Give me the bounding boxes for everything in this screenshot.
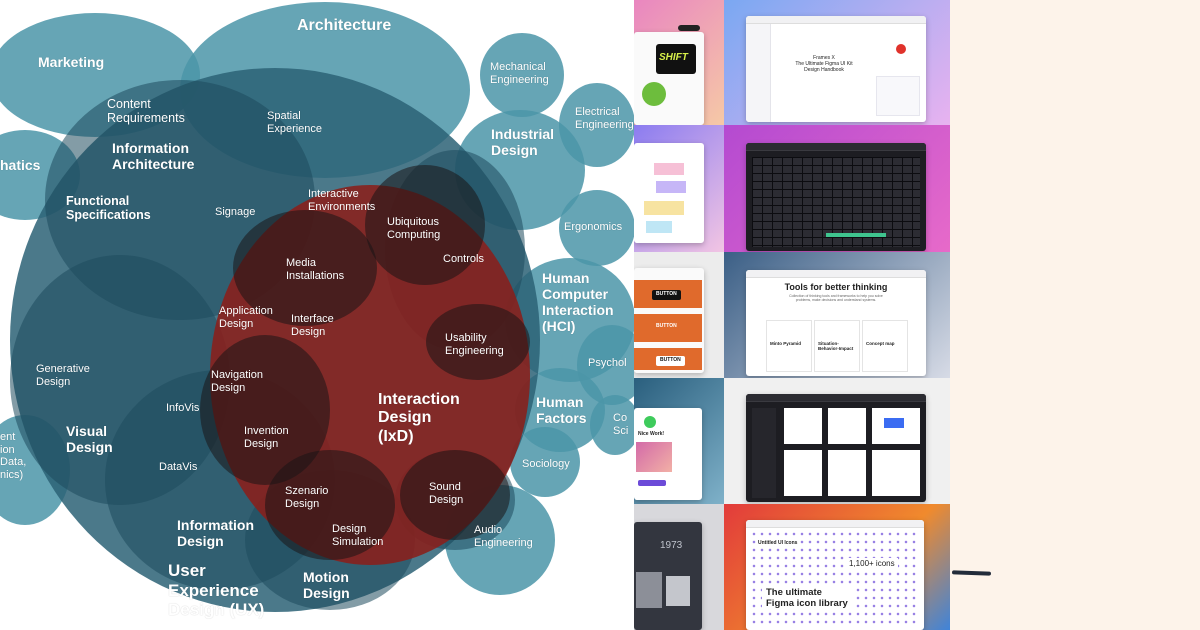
tools-subtitle: Collection of thinking tools and framewo… [789, 294, 883, 303]
nice-work-window: Nice Work! [634, 408, 702, 500]
frames-title: Frames X The Ultimate Figma UI Kit Desig… [795, 55, 853, 73]
tile-icon-library[interactable]: Untitled UI Icons 1,100+ icons The ultim… [724, 504, 950, 630]
label-cognitive-science: Co Sci [613, 412, 629, 437]
icons-title: The ultimate Figma icon library [762, 586, 852, 612]
nice-work-text: Nice Work! [638, 431, 665, 437]
label-marketing: Marketing [38, 54, 105, 70]
label-signage: Signage [215, 206, 256, 218]
label-ergonomics: Ergonomics [564, 221, 623, 233]
label-motion-design: Motion Design [303, 569, 350, 602]
tools-card-3-title: Concept map [866, 341, 895, 346]
year-text: 1973 [660, 540, 683, 551]
label-hci: Human Computer Interaction (HCI) [542, 270, 614, 335]
tools-card-1-title: Minto Pyramid [770, 341, 802, 346]
label-szenario-design: Szenario Design [285, 485, 329, 510]
label-functional-specifications: Functional Specifications [66, 194, 151, 223]
tile-tools[interactable]: Tools for better thinking Collection of … [724, 252, 950, 378]
label-industrial-design: Industrial Design [491, 126, 555, 159]
label-architecture: Architecture [297, 17, 392, 34]
label-psychology: Psychol [588, 357, 627, 369]
media-overlap [233, 210, 377, 326]
label-application-design: Application Design [219, 305, 273, 330]
label-content-requirements: Content Requirements [107, 97, 185, 126]
label-sociology: Sociology [522, 458, 570, 470]
label-ubiquitous-computing: Ubiquitous Computing [387, 216, 441, 241]
calendar-widget [876, 76, 920, 116]
label-interactive-environments: Interactive Environments [308, 188, 376, 213]
tools-card-3: Concept map [862, 320, 908, 372]
label-media-installations: Media Installations [286, 257, 345, 282]
color-grid [752, 157, 920, 247]
sound-overlap [400, 450, 510, 540]
screenshot-gallery: SHIFT Frames X The Ultimate Figma UI Kit… [634, 0, 950, 630]
label-mechanical-engineering: Mechanical Engineering [490, 61, 549, 86]
tile-frames-x[interactable]: Frames X The Ultimate Figma UI Kit Desig… [724, 0, 950, 125]
icons-count: 1,100+ icons [846, 558, 898, 570]
check-icon [642, 82, 666, 106]
label-data-partial: ent ion Data, nics) [0, 431, 27, 481]
tools-window: Tools for better thinking Collection of … [746, 270, 926, 376]
tile-shift[interactable]: SHIFT [634, 0, 724, 125]
label-infovis: InfoVis [166, 402, 200, 414]
icons-window: Untitled UI Icons 1,100+ icons The ultim… [746, 520, 924, 630]
year-window: 1973 [634, 522, 702, 630]
tile-dark-dashboard[interactable] [724, 378, 950, 504]
label-interaction-design: Interaction Design (IxD) [378, 391, 460, 445]
dashboard-window [746, 394, 926, 502]
orange-button-1: BUTTON [652, 290, 681, 300]
label-design-simulation: Design Simulation [332, 523, 384, 548]
label-mathematics: hatics [0, 157, 41, 173]
success-icon [644, 416, 656, 428]
sociology-blob [510, 427, 580, 497]
ergonomics-blob [559, 190, 634, 266]
tools-card-1: Minto Pyramid [766, 320, 812, 372]
tools-card-2: Situation- Behavior-Impact [814, 320, 860, 372]
dark-grid-window [746, 143, 926, 251]
tile-orange-buttons[interactable]: BUTTON BUTTON BUTTON [634, 252, 724, 378]
pill-icon [678, 25, 700, 31]
label-visual-design: Visual Design [66, 423, 113, 456]
tools-title: Tools for better thinking [784, 282, 888, 292]
record-icon [896, 44, 906, 54]
tile-nice-work[interactable]: Nice Work! [634, 378, 724, 504]
tools-card-2-title: Situation- Behavior-Impact [818, 341, 854, 352]
label-controls: Controls [443, 253, 484, 265]
label-sound-design: Sound Design [429, 481, 464, 506]
label-generative-design: Generative Design [36, 363, 90, 388]
tile-dark-grid[interactable] [724, 125, 950, 252]
shift-card [656, 44, 696, 74]
label-information-design: Information Design [177, 517, 254, 550]
tile-cards[interactable] [634, 125, 724, 252]
navigation-overlap [200, 335, 330, 485]
label-spatial-experience: Spatial Experience [267, 110, 323, 135]
orange-button-2: BUTTON [656, 323, 677, 329]
label-datavis: DataVis [159, 461, 198, 473]
label-interface-design: Interface Design [291, 313, 334, 338]
ux-venn-diagram: Architecture Marketing Content Requireme… [0, 0, 634, 630]
tile-1973[interactable]: 1973 [634, 504, 724, 630]
orange-button-3: BUTTON [656, 356, 685, 366]
shift-window: SHIFT [634, 32, 704, 125]
label-usability-engineering: Usability Engineering [445, 332, 504, 357]
label-human-factors: Human Factors [536, 394, 587, 427]
usability-overlap [426, 304, 530, 380]
label-electrical-engineering: Electrical Engineering [575, 106, 634, 131]
cards-window [634, 143, 704, 243]
label-navigation-design: Navigation Design [211, 369, 263, 394]
cognitive-science-blob [590, 395, 634, 455]
label-information-architecture: Information Architecture [112, 140, 195, 173]
ubiquitous-overlap [365, 165, 485, 285]
venn-shapes [0, 2, 634, 612]
label-ux-design: User Experience Design (UX) [168, 561, 265, 620]
orange-window: BUTTON BUTTON BUTTON [634, 268, 704, 373]
label-invention-design: Invention Design [244, 425, 289, 450]
icons-brand: Untitled UI Icons [756, 540, 800, 548]
mechanical-engineering-blob [480, 33, 564, 117]
frames-window: Frames X The Ultimate Figma UI Kit Desig… [746, 16, 926, 122]
dash-mark [951, 570, 992, 576]
label-audio-engineering: Audio Engineering [474, 524, 533, 549]
frames-sidebar [746, 24, 771, 122]
szenario-overlap [265, 450, 395, 560]
shift-badge: SHIFT [659, 52, 688, 63]
